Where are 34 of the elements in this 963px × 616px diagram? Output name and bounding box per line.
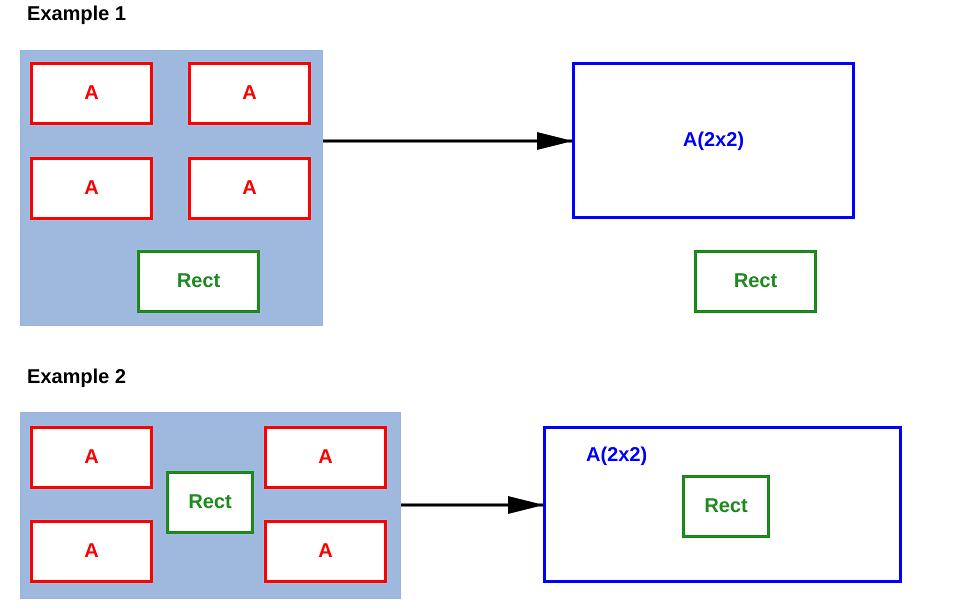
arrow: [323, 132, 573, 150]
element-box: [188, 62, 311, 125]
element-box: [137, 250, 260, 313]
element-box: [694, 250, 817, 313]
example-heading: Example 1: [27, 3, 126, 26]
box-label: Rect: [734, 270, 778, 293]
result-box: [543, 426, 902, 583]
box-label: A: [84, 446, 99, 469]
result-box: [572, 62, 855, 219]
element-box: [188, 157, 311, 220]
box-label: Rect: [704, 495, 748, 518]
box-label: A: [242, 177, 257, 200]
box-label: Rect: [176, 270, 220, 293]
element-box: [166, 471, 254, 534]
box-label: A: [318, 446, 333, 469]
box-label: A: [242, 82, 257, 105]
element-box: [30, 62, 153, 125]
box-label: A: [318, 540, 333, 563]
element-box: [30, 157, 153, 220]
element-box: [682, 475, 770, 538]
box-label: A: [84, 540, 99, 563]
box-label: A: [84, 177, 99, 200]
group-panel: [20, 412, 401, 599]
box-heading: A(2x2): [682, 129, 744, 152]
element-box: [264, 426, 387, 489]
box-label: Rect: [188, 491, 232, 514]
element-box: [264, 520, 387, 583]
example-heading: Example 2: [27, 366, 126, 389]
box-heading: A(2x2): [586, 444, 648, 467]
group-panel: [20, 50, 323, 326]
arrow: [401, 496, 544, 514]
box-label: A: [84, 82, 99, 105]
element-box: [30, 520, 153, 583]
element-box: [30, 426, 153, 489]
